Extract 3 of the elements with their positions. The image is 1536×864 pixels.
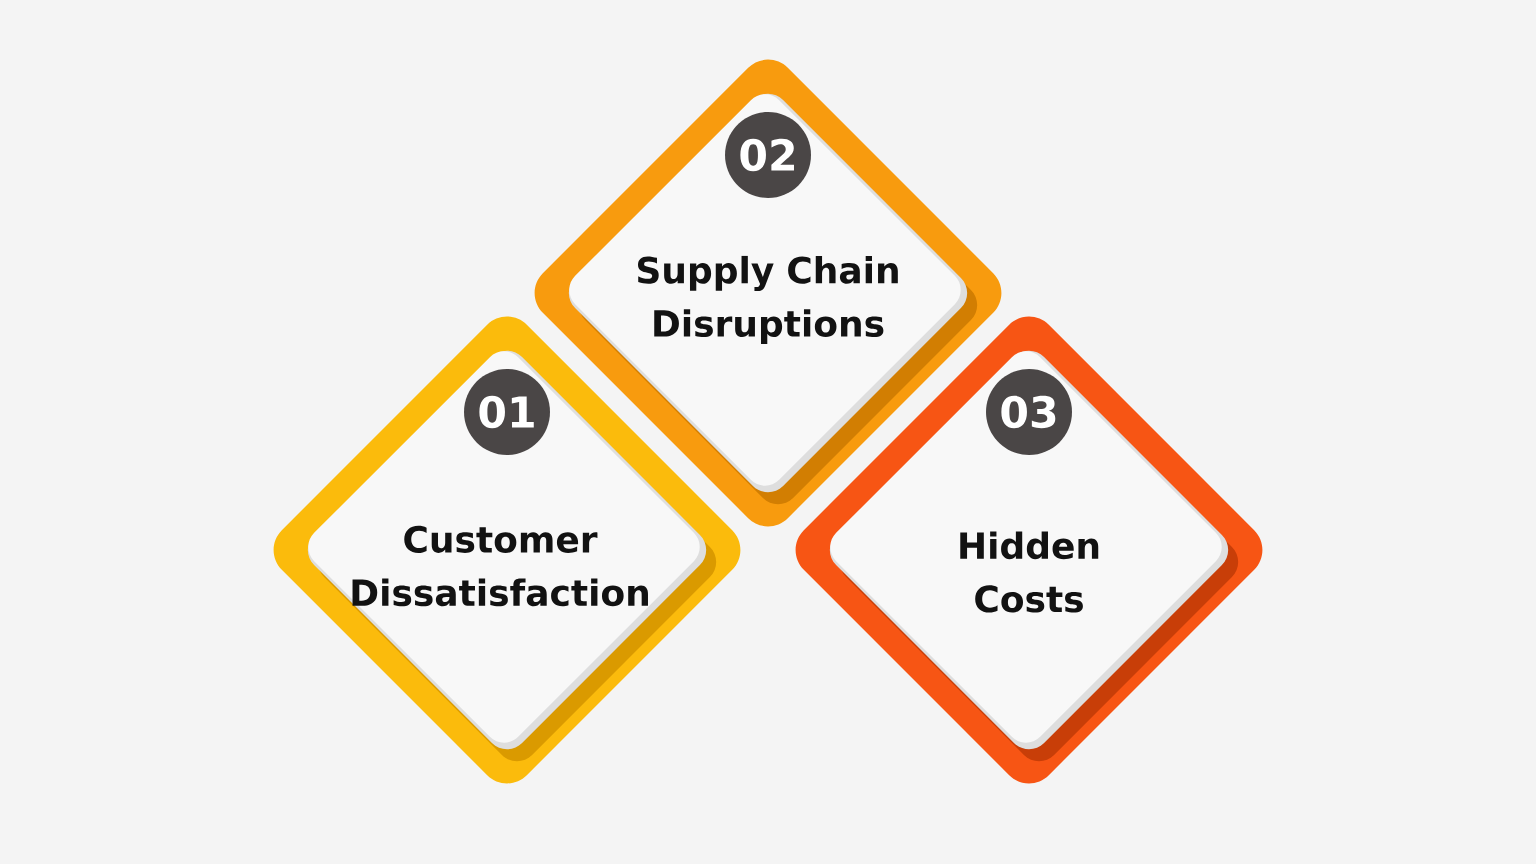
number-badge: 02 <box>725 112 811 198</box>
number-badge: 01 <box>464 369 550 455</box>
number-badge: 03 <box>986 369 1072 455</box>
